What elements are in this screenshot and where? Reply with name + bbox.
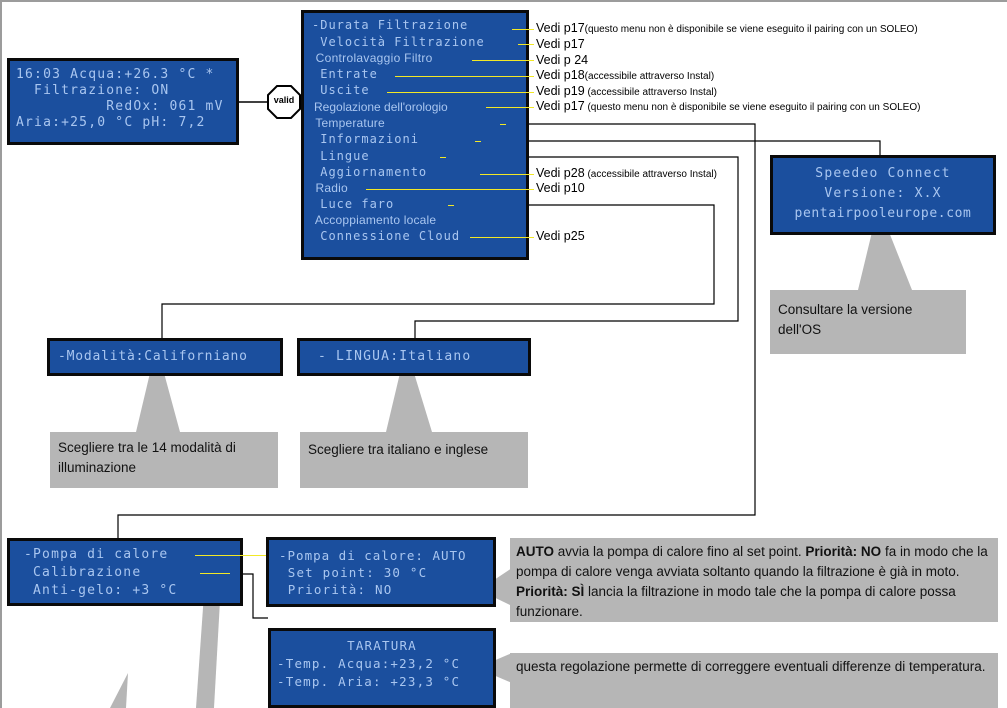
ref-line-cloud bbox=[470, 237, 534, 238]
info-screen: Speedeo Connect Versione: X.X pentairpoo… bbox=[770, 155, 996, 235]
ref-line-luce bbox=[448, 205, 454, 206]
ref-line-aggiornamento bbox=[480, 174, 534, 175]
menu-item-informazioni[interactable]: Informazioni bbox=[312, 132, 419, 146]
calibration-air: -Temp. Aria: +23,3 °C bbox=[277, 674, 461, 689]
status-screen: 16:03 Acqua:+26.3 °C * Filtrazione: ON R… bbox=[7, 58, 239, 145]
light-callout: Scegliere tra le 14 modalità di illumina… bbox=[50, 432, 278, 488]
wire-temp-to-screen bbox=[117, 123, 756, 540]
priority-si-desc: lancia la filtrazione in modo tale che l… bbox=[516, 584, 956, 619]
pointer-light bbox=[136, 373, 180, 432]
heatpump-line-1: -Pompa di calore: AUTO bbox=[279, 548, 467, 563]
ref-aggiornamento: Vedi p28 (accessibile attraverso Instal) bbox=[536, 166, 717, 180]
menu-item-cloud[interactable]: Connessione Cloud bbox=[312, 229, 461, 243]
pointer-lang bbox=[386, 373, 432, 432]
menu-item-controlavaggio[interactable]: Controlavaggio Filtro bbox=[312, 51, 433, 65]
valid-button[interactable]: valid bbox=[267, 85, 301, 119]
info-callout: Consultare la versione dell'OS bbox=[770, 290, 966, 354]
ref-line-uscite bbox=[387, 92, 534, 93]
frame-left-border bbox=[0, 0, 2, 708]
calibration-title: TARATURA bbox=[347, 638, 417, 653]
priority-no-desc: fa in modo che la pompa di calore venga … bbox=[516, 544, 988, 579]
ref-line-radio bbox=[366, 189, 534, 190]
status-line-4: Aria:+25,0 °C pH: 7,2 bbox=[16, 115, 206, 130]
menu-item-radio[interactable]: Radio bbox=[312, 181, 348, 195]
pointer-temp-secondary bbox=[110, 673, 128, 708]
menu-item-velocita[interactable]: Velocità Filtrazione bbox=[312, 35, 485, 49]
heatpump-line-2: Set point: 30 °C bbox=[279, 565, 428, 580]
language-screen: - LINGUA:Italiano bbox=[297, 338, 531, 376]
info-line-3: pentairpooleurope.com bbox=[794, 206, 972, 221]
ref-controlavaggio: Vedi p 24 bbox=[536, 53, 589, 67]
ref-line-informazioni bbox=[475, 141, 481, 142]
wire-lingue-to-screen bbox=[414, 156, 739, 340]
ref-line-velocita bbox=[518, 44, 534, 45]
menu-item-aggiornamento[interactable]: Aggiornamento bbox=[312, 165, 428, 179]
menu-item-temperature[interactable]: Temperature bbox=[312, 116, 385, 130]
auto-desc: avvia la pompa di calore fino al set poi… bbox=[554, 544, 806, 559]
menu-item-luce-faro[interactable]: Luce faro bbox=[312, 197, 395, 211]
link-calibrazione bbox=[200, 573, 230, 574]
calibration-water: -Temp. Acqua:+23,2 °C bbox=[277, 656, 461, 671]
heatpump-line-3: Priorità: NO bbox=[279, 582, 393, 597]
ref-orologio: Vedi p17 (questo menu non è disponibile … bbox=[536, 99, 921, 113]
temperature-screen: -Pompa di calore Calibrazione Anti-gelo:… bbox=[7, 538, 243, 606]
language-line: - LINGUA:Italiano bbox=[318, 349, 472, 364]
menu-item-entrate[interactable]: Entrate bbox=[312, 67, 378, 81]
ref-line-entrate bbox=[395, 76, 534, 77]
main-menu-screen: -Durata Filtrazione Velocità Filtrazione… bbox=[301, 10, 529, 260]
status-line-2: Filtrazione: ON bbox=[16, 83, 170, 98]
ref-uscite: Vedi p19 (accessibile attraverso Instal) bbox=[536, 84, 717, 98]
heatpump-callout: AUTO avvia la pompa di calore fino al se… bbox=[510, 538, 998, 622]
menu-item-orologio[interactable]: Regolazione dell'orologio bbox=[314, 100, 448, 114]
frame-top-border bbox=[0, 0, 1007, 2]
menu-item-lingue[interactable]: Lingue bbox=[312, 149, 370, 163]
menu-item-uscite[interactable]: Uscite bbox=[312, 83, 370, 97]
ref-line-lingue bbox=[440, 157, 446, 158]
ref-durata: Vedi p17(questo menu non è disponibile s… bbox=[536, 21, 918, 35]
info-line-2: Versione: X.X bbox=[824, 186, 942, 201]
ref-radio: Vedi p10 bbox=[536, 181, 585, 195]
language-callout: Scegliere tra italiano e inglese bbox=[300, 432, 528, 488]
ref-line-temperature bbox=[500, 124, 506, 125]
calibration-screen: TARATURA -Temp. Acqua:+23,2 °C -Temp. Ar… bbox=[268, 628, 496, 708]
light-screen: -Modalità:Californiano bbox=[47, 338, 283, 376]
valid-label: valid bbox=[273, 95, 295, 105]
priority-no-term: Priorità: NO bbox=[805, 544, 882, 559]
ref-line-durata bbox=[512, 29, 534, 30]
status-line-3: RedOx: 061 mV bbox=[16, 99, 224, 114]
pointer-info bbox=[858, 232, 912, 290]
auto-term: AUTO bbox=[516, 544, 555, 559]
menu-item-durata[interactable]: -Durata Filtrazione bbox=[312, 18, 469, 32]
link-pompa-to-heatpump bbox=[195, 555, 267, 556]
ref-line-orologio bbox=[486, 107, 534, 108]
temp-line-pompa[interactable]: -Pompa di calore bbox=[24, 547, 169, 562]
calibration-callout: questa regolazione permette di corregger… bbox=[510, 653, 998, 708]
wire-info-to-screen bbox=[480, 140, 881, 156]
temp-line-antigelo[interactable]: Anti-gelo: +3 °C bbox=[24, 583, 178, 598]
light-mode-line: -Modalità:Californiano bbox=[58, 349, 248, 364]
ref-cloud: Vedi p25 bbox=[536, 229, 585, 243]
ref-velocita: Vedi p17 bbox=[536, 37, 585, 51]
ref-line-controlavaggio bbox=[472, 60, 534, 61]
ref-entrate: Vedi p18(accessibile attraverso Instal) bbox=[536, 68, 715, 82]
heatpump-screen: -Pompa di calore: AUTO Set point: 30 °C … bbox=[266, 537, 496, 607]
wire-light-to-screen bbox=[161, 204, 715, 340]
info-line-1: Speedeo Connect bbox=[815, 166, 951, 181]
status-line-1: 16:03 Acqua:+26.3 °C * bbox=[16, 67, 215, 82]
octagon-icon bbox=[267, 85, 301, 119]
priority-si-term: Priorità: SÌ bbox=[516, 584, 585, 599]
temp-line-calibrazione[interactable]: Calibrazione bbox=[24, 565, 142, 580]
menu-item-accoppiamento[interactable]: Accoppiamento locale bbox=[312, 213, 437, 227]
